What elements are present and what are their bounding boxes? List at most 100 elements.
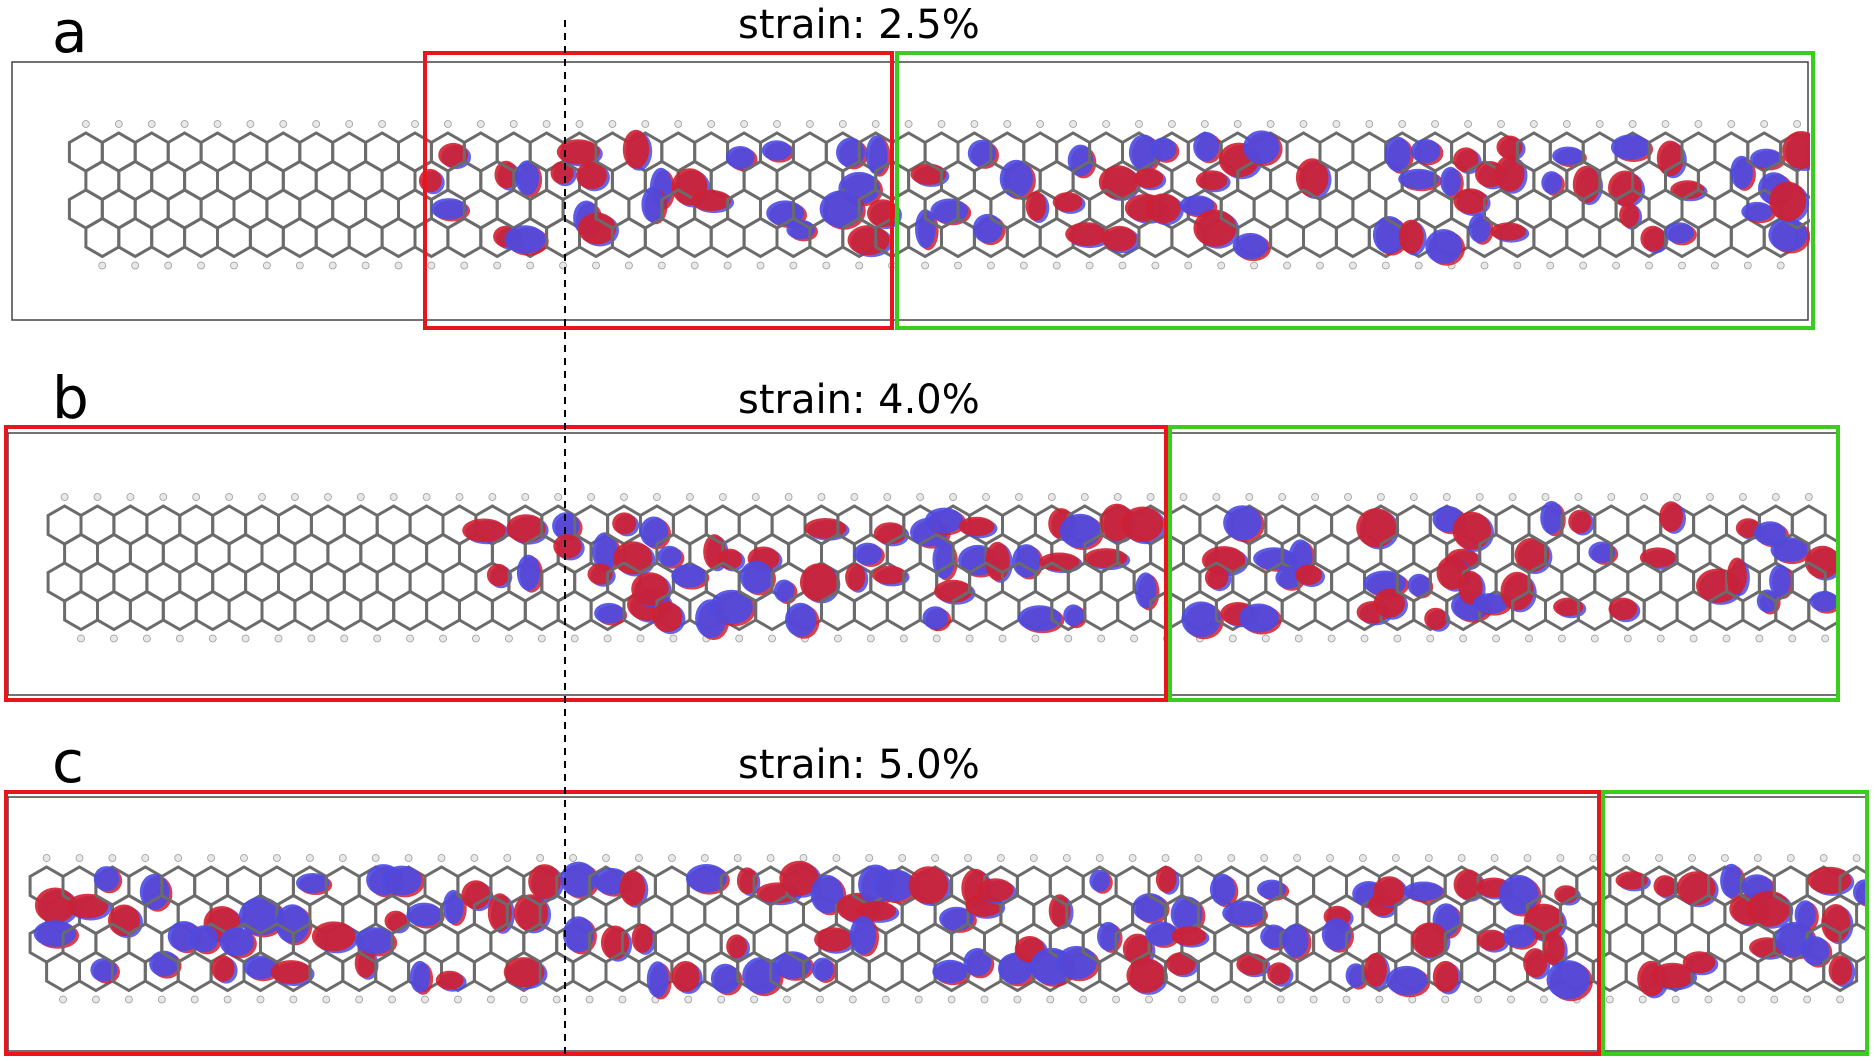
hydrogen-atom — [784, 493, 793, 501]
spin-density-lobe — [1398, 219, 1424, 254]
spin-density-lobe — [1193, 131, 1219, 162]
spin-density-lobe — [1750, 148, 1783, 169]
hydrogen-atom — [1530, 120, 1538, 128]
spin-density-lobe — [1809, 591, 1839, 612]
hydrogen-atom — [422, 493, 431, 501]
hydrogen-atom — [1459, 634, 1468, 643]
spin-density-lobe — [1209, 873, 1236, 906]
hydrogen-atom — [883, 493, 892, 501]
hydrogen-atom — [460, 261, 469, 270]
hydrogen-atom — [1095, 854, 1104, 862]
hydrogen-atom — [1003, 120, 1012, 128]
spin-density-lobe — [594, 602, 625, 624]
hydrogen-atom — [1541, 493, 1550, 501]
spin-density-lobe — [853, 542, 882, 565]
hydrogen-atom — [552, 995, 561, 1004]
hydrogen-atom — [1558, 634, 1566, 643]
spin-density-lobe — [528, 864, 561, 900]
hydrogen-atom — [865, 854, 874, 862]
spin-density-lobe — [1659, 501, 1683, 532]
spin-density-lobe — [311, 921, 356, 952]
hydrogen-atom — [916, 493, 925, 501]
hydrogen-atom — [504, 634, 513, 643]
hydrogen-atom — [1217, 261, 1226, 270]
spin-density-lobe — [639, 516, 669, 548]
hydrogen-atom — [1064, 634, 1073, 643]
hydrogen-atom — [542, 120, 551, 128]
spin-density-lobe — [819, 190, 863, 228]
hydrogen-atom — [1283, 261, 1291, 270]
hydrogen-atom — [1678, 261, 1686, 270]
hydrogen-atom — [931, 854, 939, 862]
hydrogen-atom — [157, 995, 166, 1004]
hydrogen-atom — [258, 493, 266, 501]
hydrogen-atom — [241, 634, 250, 643]
hydrogen-atom — [1605, 995, 1614, 1004]
hydrogen-atom — [82, 120, 90, 128]
hydrogen-atom — [1113, 493, 1122, 501]
spin-density-lobe — [516, 554, 541, 591]
hydrogen-atom — [1102, 120, 1110, 128]
hydrogen-atom — [575, 120, 584, 128]
hydrogen-atom — [131, 261, 140, 270]
hydrogen-atom — [142, 634, 151, 643]
spin-density-lobe — [932, 959, 968, 984]
region-box-green-a — [895, 51, 1815, 330]
spin-density-lobe — [1295, 158, 1329, 198]
hydrogen-atom — [1622, 854, 1631, 862]
spin-density-lobe — [631, 572, 669, 606]
hydrogen-atom — [192, 493, 201, 501]
hydrogen-atom — [700, 854, 709, 862]
hydrogen-atom — [59, 995, 67, 1004]
hydrogen-atom — [1375, 995, 1384, 1004]
spin-density-lobe — [1769, 564, 1791, 598]
hydrogen-atom — [1145, 995, 1153, 1004]
hydrogen-atom — [230, 261, 238, 270]
spin-density-lobe — [1238, 603, 1279, 633]
hydrogen-atom — [240, 854, 248, 862]
hydrogen-atom — [110, 634, 118, 643]
hydrogen-atom — [806, 120, 814, 128]
hydrogen-atom — [323, 493, 332, 501]
spin-density-lobe — [1468, 213, 1491, 243]
spin-density-lobe — [406, 902, 442, 927]
hydrogen-atom — [1753, 854, 1762, 862]
hydrogen-atom — [1062, 854, 1071, 862]
hydrogen-atom — [602, 854, 610, 862]
spin-density-lobe — [1275, 566, 1302, 589]
spin-density-lobe — [1017, 605, 1062, 632]
hydrogen-atom — [620, 493, 628, 501]
hydrogen-atom — [592, 261, 600, 270]
hydrogen-atom — [147, 120, 156, 128]
hydrogen-atom — [1294, 634, 1303, 643]
hydrogen-atom — [750, 995, 758, 1004]
spin-density-lobe — [932, 540, 955, 579]
spin-density-lobe — [641, 186, 665, 223]
hydrogen-atom — [1332, 120, 1341, 128]
hydrogen-atom — [526, 261, 535, 270]
hydrogen-atom — [471, 634, 480, 643]
hydrogen-atom — [768, 634, 776, 643]
hydrogen-atom — [1377, 493, 1385, 501]
spin-density-lobe — [1386, 965, 1428, 996]
hydrogen-atom — [1556, 854, 1565, 862]
hydrogen-atom — [373, 634, 382, 643]
spin-density-lobe — [1610, 134, 1651, 160]
hydrogen-atom — [1085, 261, 1094, 270]
hydrogen-atom — [1128, 854, 1137, 862]
spin-density-lobe — [438, 142, 469, 168]
hydrogen-atom — [1737, 995, 1746, 1004]
hydrogen-atom — [1179, 493, 1188, 501]
hydrogen-atom — [898, 854, 907, 862]
hydrogen-atom — [997, 854, 1005, 862]
hydrogen-atom — [1349, 261, 1357, 270]
hydrogen-atom — [1508, 493, 1517, 501]
hydrogen-atom — [340, 634, 349, 643]
spin-density-lobe — [740, 560, 773, 594]
spin-density-lobe — [958, 516, 995, 537]
hydrogen-atom — [322, 995, 331, 1004]
hydrogen-atom — [608, 120, 617, 128]
hydrogen-atom — [1047, 493, 1056, 501]
spin-density-lobe — [1670, 180, 1705, 200]
hydrogen-atom — [159, 493, 168, 501]
